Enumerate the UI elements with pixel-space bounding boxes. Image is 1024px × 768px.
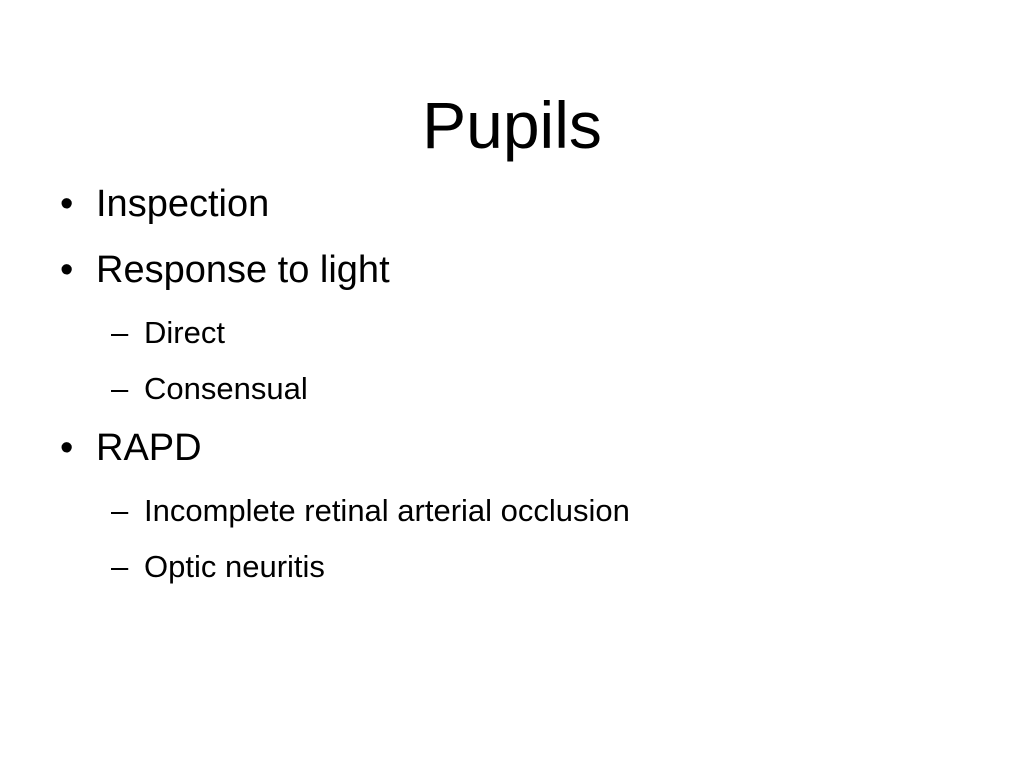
bullet-marker-icon: •: [60, 183, 74, 225]
sub-list-item: – Consensual: [0, 369, 1024, 408]
page-title: Pupils: [422, 88, 602, 163]
list-item-label: RAPD: [96, 427, 202, 469]
sub-list-item-label: Direct: [144, 315, 225, 350]
sub-list-item: – Incomplete retinal arterial occlusion: [0, 491, 1024, 530]
dash-marker-icon: –: [111, 315, 129, 350]
sub-list-item-label: Optic neuritis: [144, 549, 325, 584]
sub-list-item-label: Consensual: [144, 371, 308, 406]
list-item: • Inspection: [0, 181, 1024, 227]
sub-list-item-label: Incomplete retinal arterial occlusion: [144, 493, 630, 528]
bullet-marker-icon: •: [60, 427, 74, 469]
list-item: • Response to light: [0, 247, 1024, 293]
dash-marker-icon: –: [111, 493, 129, 528]
sub-list-item: – Optic neuritis: [0, 547, 1024, 586]
list-item-label: Response to light: [96, 249, 390, 291]
slide-body-list: • Inspection • Response to light – Direc…: [0, 181, 1024, 603]
dash-marker-icon: –: [111, 371, 129, 406]
sub-list-item: – Direct: [0, 313, 1024, 352]
bullet-marker-icon: •: [60, 249, 74, 291]
dash-marker-icon: –: [111, 549, 129, 584]
list-item: • RAPD: [0, 425, 1024, 471]
list-item-label: Inspection: [96, 183, 270, 225]
